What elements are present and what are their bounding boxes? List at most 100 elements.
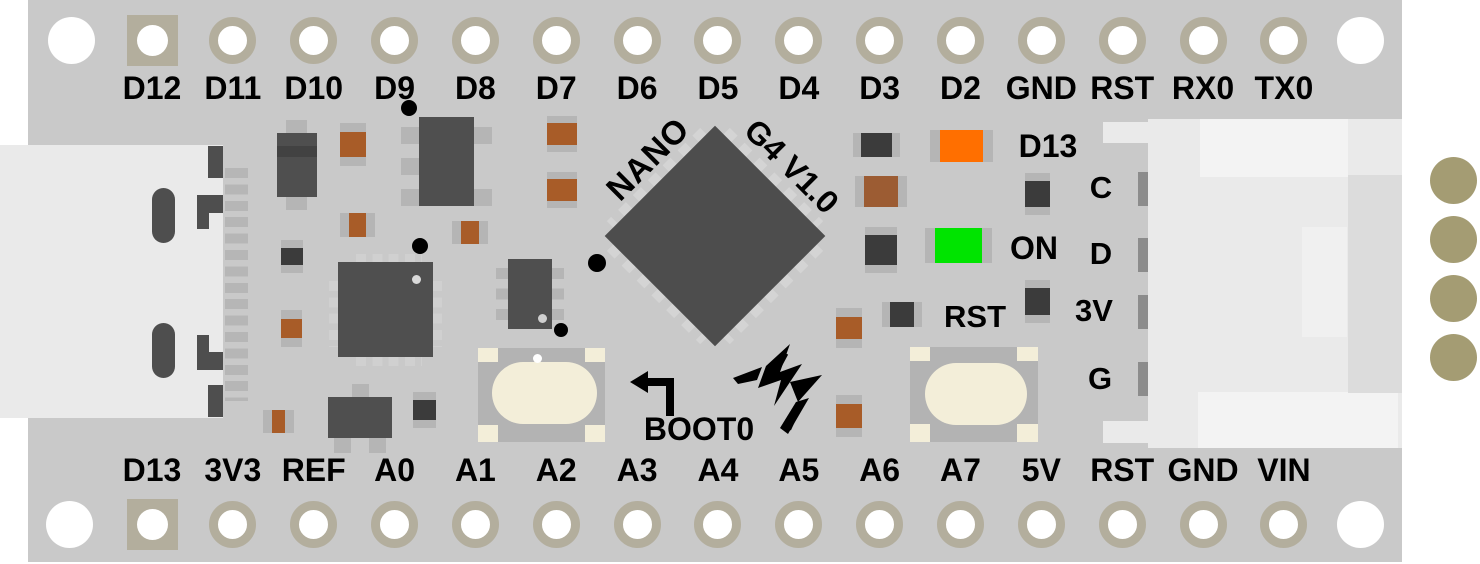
pin-label-D4: D4 — [778, 70, 820, 106]
capacitor — [836, 308, 862, 348]
usb-anchor-pill — [152, 188, 175, 243]
pin-hole-D9 — [371, 16, 419, 64]
pin-label-GND: GND — [1167, 452, 1239, 488]
boot0-button[interactable] — [478, 348, 605, 442]
pin-hole-D3 — [856, 16, 904, 64]
resistor — [1025, 280, 1050, 323]
ic-pins — [433, 281, 442, 347]
pin-hole-A2 — [532, 500, 580, 548]
pin-label-3V3: 3V3 — [204, 452, 262, 488]
pin-hole-A4 — [694, 500, 742, 548]
side-label-3v: 3V — [1075, 293, 1113, 328]
pin1-marker — [412, 275, 421, 284]
pin-hole-A7 — [937, 500, 984, 548]
pin-label-REF: REF — [281, 452, 346, 488]
ic-pins — [356, 254, 422, 263]
pin-label-D11: D11 — [204, 70, 262, 106]
pin-hole-D4 — [775, 16, 823, 64]
pin-hole-A0 — [371, 500, 419, 548]
connector-pin — [1138, 295, 1148, 329]
ic-pins — [356, 357, 422, 366]
regulator-pad — [286, 197, 307, 210]
gold-pad — [1429, 215, 1477, 263]
usb-shield-tab — [208, 146, 223, 178]
pin-label-D2: D2 — [940, 70, 981, 106]
capacitor — [263, 410, 294, 433]
pin-hole-RST — [1098, 16, 1146, 64]
capacitor — [547, 116, 577, 152]
capacitor — [281, 310, 302, 347]
gold-pad — [1429, 274, 1477, 322]
pin-label-RST: RST — [1090, 452, 1155, 488]
pin-label-RST: RST — [1090, 70, 1155, 106]
transistor — [328, 397, 392, 438]
via-dot — [588, 254, 606, 272]
capacitor — [452, 221, 488, 244]
boot0-arrow-icon — [630, 371, 674, 416]
led-on — [925, 228, 992, 263]
pin-hole-D13 — [126, 498, 178, 550]
side-label-d: D — [1089, 236, 1113, 271]
pin-label-D12: D12 — [122, 70, 182, 106]
sot23-ic — [419, 117, 474, 206]
resistor — [1025, 173, 1050, 215]
connector-notch — [1103, 122, 1149, 143]
connector-detail — [1200, 119, 1348, 177]
usb-pin-ladder — [225, 168, 248, 401]
pin-hole-D11 — [209, 16, 257, 64]
capacitor — [340, 123, 366, 166]
connector-pin — [1138, 238, 1148, 272]
pin-label-D8: D8 — [454, 70, 496, 106]
resistor — [281, 240, 303, 273]
led-d13-label: D13 — [1018, 128, 1078, 164]
pin-label-D3: D3 — [859, 70, 901, 106]
side-label-c: C — [1089, 170, 1113, 205]
pin-hole-RX0 — [1179, 16, 1227, 64]
pin-label-A2: A2 — [535, 452, 577, 488]
pin-label-D7: D7 — [535, 70, 577, 106]
sot-pin — [334, 438, 351, 453]
resistor — [882, 302, 922, 327]
reset-silk-label: RST — [944, 299, 1006, 334]
pin-label-TX0: TX0 — [1254, 70, 1314, 106]
pin-label-RX0: RX0 — [1171, 70, 1235, 106]
connector-notch — [1103, 421, 1149, 443]
connector-pin — [1138, 362, 1148, 396]
usb-tab — [197, 195, 209, 229]
led-d13 — [930, 130, 993, 162]
ic-pins — [496, 268, 508, 326]
pin-hole-D8 — [451, 16, 499, 64]
pin-label-A5: A5 — [778, 452, 820, 488]
resistor — [865, 227, 897, 273]
usb-c-connector — [0, 145, 223, 418]
gold-pad — [1429, 333, 1477, 381]
mount-hole-top-right — [1336, 16, 1384, 64]
connector-detail — [1348, 175, 1402, 393]
pin-label-D5: D5 — [697, 70, 739, 106]
led-on-core — [935, 228, 982, 263]
resistor — [413, 392, 436, 428]
pin-hole-D12 — [126, 14, 178, 66]
pin-label-A3: A3 — [616, 452, 658, 488]
capacitor — [836, 395, 862, 437]
resistor — [853, 133, 900, 157]
regulator-pad — [286, 120, 307, 133]
side-label-g: G — [1087, 361, 1113, 396]
pin-hole-VIN — [1260, 500, 1308, 548]
button-plunger — [492, 362, 597, 424]
mount-hole-top-left — [47, 16, 95, 64]
pin-hole-D6 — [613, 16, 661, 64]
pin-hole-REF — [290, 500, 338, 548]
pin1-marker — [538, 314, 547, 323]
ic-pin — [474, 189, 492, 206]
reset-button[interactable] — [910, 347, 1038, 442]
vendor-logo-icon — [733, 344, 822, 434]
pin-label-A4: A4 — [697, 452, 739, 488]
pin-hole-D5 — [694, 16, 742, 64]
ic-pins — [329, 281, 338, 347]
pin-hole-TX0 — [1260, 16, 1308, 64]
via-dot — [401, 100, 417, 116]
via-dot — [554, 323, 568, 337]
led-on-label: ON — [1010, 230, 1058, 266]
